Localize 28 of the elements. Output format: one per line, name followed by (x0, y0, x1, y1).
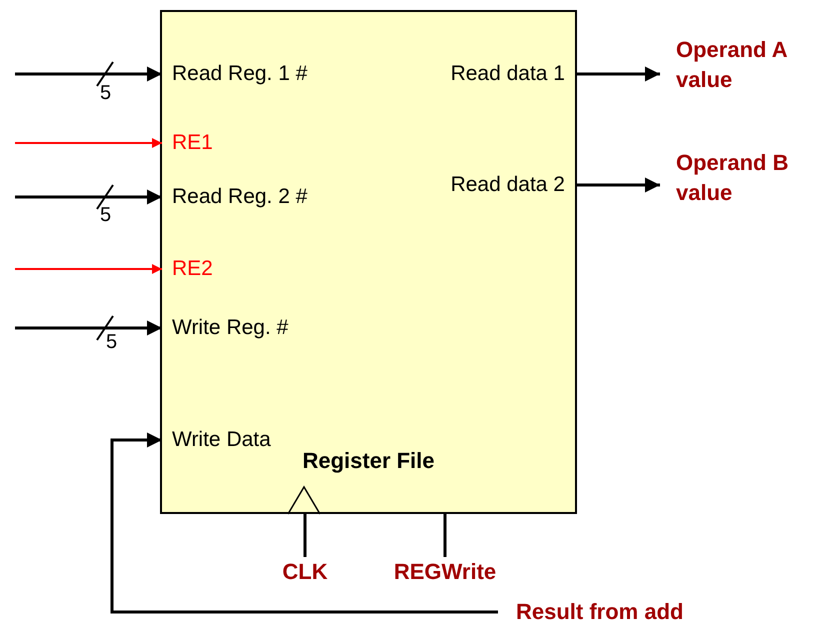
register-file-box (160, 10, 577, 514)
signal-label: Result from add (498, 597, 758, 625)
port-label: Read data 2 (450, 170, 575, 200)
signal-label: Operand A value (660, 35, 827, 95)
port-label: Read data 1 (450, 59, 575, 89)
port-label: Write Reg. # (162, 313, 288, 343)
arrow (110, 432, 498, 614)
input-arrow (15, 138, 162, 148)
signal-label: REGWrite (370, 557, 520, 587)
bus-width-label: 5 (106, 331, 118, 354)
input-arrow (15, 184, 162, 210)
signal-label: Operand B value (660, 148, 827, 208)
port-label: RE1 (162, 128, 213, 158)
arrow (575, 66, 660, 82)
signal-line (304, 514, 306, 557)
input-arrow (15, 264, 162, 274)
port-label: Read Reg. 2 # (162, 182, 308, 212)
block-title: Register File (301, 448, 436, 474)
signal-line (444, 514, 446, 557)
input-arrow (15, 315, 162, 341)
input-arrow (15, 61, 162, 87)
port-label: RE2 (162, 254, 213, 284)
bus-width-label: 5 (100, 82, 112, 105)
port-label: Write Data (162, 425, 271, 455)
arrow (575, 178, 660, 192)
signal-label: CLK (270, 557, 340, 587)
port-label: Read Reg. 1 # (162, 59, 308, 89)
bus-width-label: 5 (100, 204, 112, 227)
